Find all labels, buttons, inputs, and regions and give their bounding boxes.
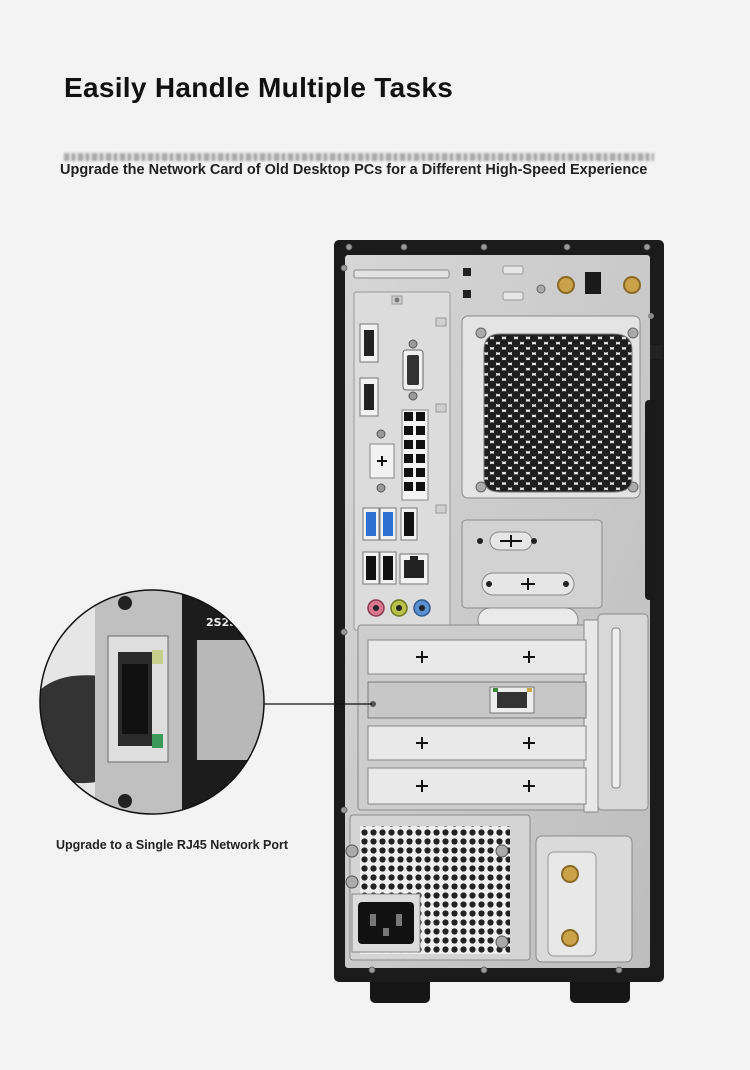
- blurred-text-strip: [64, 153, 654, 161]
- page-subheadline: Upgrade the Network Card of Old Desktop …: [60, 162, 648, 178]
- usb2-port-icon: [362, 551, 397, 585]
- zoom-inset: 2S2S: [39, 589, 265, 815]
- callout-caption: Upgrade to a Single RJ45 Network Port: [56, 838, 288, 852]
- knockout-plates: [461, 519, 603, 633]
- hdmi-port-icon: [359, 323, 379, 417]
- serial-header-block: [401, 409, 429, 501]
- audio-jack-icon: [367, 599, 431, 617]
- zoom-label: 2S2S: [206, 616, 237, 629]
- page-headline: Easily Handle Multiple Tasks: [64, 72, 454, 103]
- vga-port-icon: [402, 339, 424, 401]
- power-inlet-icon: [358, 902, 414, 944]
- network-card-bracket: [367, 681, 587, 719]
- usb3-port-icon: [362, 507, 418, 541]
- ps2-plate: [369, 429, 395, 493]
- fan-grille-icon: [461, 315, 641, 499]
- rj45-port-icon: [399, 553, 429, 585]
- expansion-slots: [357, 613, 649, 813]
- lower-right-bay: [535, 835, 633, 963]
